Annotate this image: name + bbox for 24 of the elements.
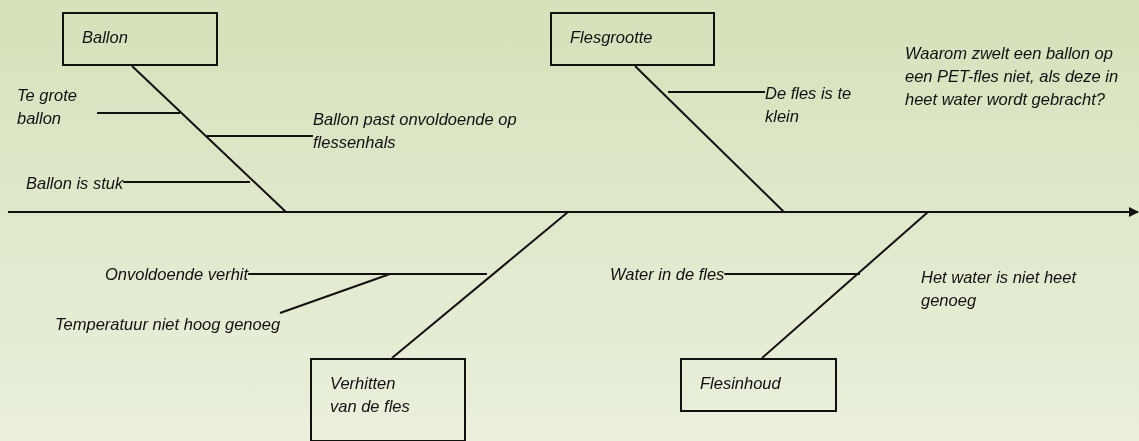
branch-line xyxy=(723,273,861,275)
cause-text: Te grote ballon xyxy=(17,84,97,130)
cause-text: Temperatuur niet hoog genoeg xyxy=(55,313,281,336)
bone-line xyxy=(131,65,287,213)
bone-line xyxy=(391,211,569,359)
category-box: Flesinhoud xyxy=(680,358,837,412)
cause-text: Het water is niet heet genoeg xyxy=(921,267,1078,311)
bone-line xyxy=(634,65,785,213)
cause-text: Ballon is stuk xyxy=(26,172,124,195)
branch-line xyxy=(122,181,251,183)
category-box: Verhitten van de fles xyxy=(310,358,466,441)
branch-line xyxy=(206,135,314,137)
cause-text: Onvoldoende verhit xyxy=(105,263,249,286)
branch-line xyxy=(667,91,766,93)
cause-text: De fles is te klein xyxy=(765,82,865,128)
problem-question: Waarom zwelt een ballon op een PET-fles niet, als deze in heet water wordt gebracht? xyxy=(905,42,1137,111)
cause-text: Water in de fles xyxy=(610,263,725,286)
branch-line xyxy=(279,273,391,314)
branch-line xyxy=(247,273,488,275)
branch-line xyxy=(96,112,181,114)
category-box: Flesgrootte xyxy=(550,12,715,66)
bone-line xyxy=(761,211,929,359)
cause-text: Ballon past onvoldoende op flessenhals xyxy=(313,108,588,154)
category-box: Ballon xyxy=(62,12,218,66)
